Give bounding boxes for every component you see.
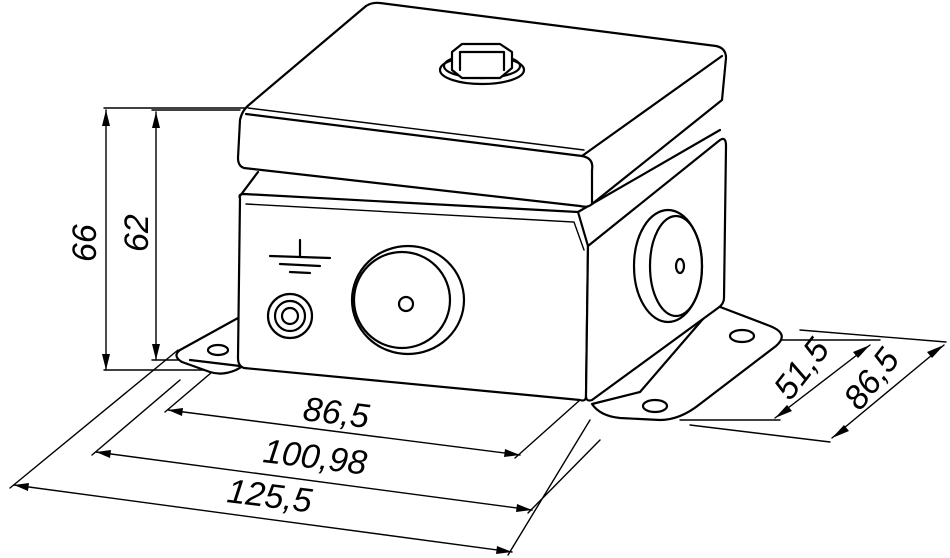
mounting-flange-right — [590, 303, 783, 422]
mounting-flange-left — [175, 316, 252, 375]
dim-height-outer: 66 — [66, 224, 104, 262]
lid — [236, 1, 728, 208]
dim-width-mid: 100,98 — [261, 432, 369, 482]
dim-width-inner: 86,5 — [301, 390, 371, 436]
dim-depth-outer: 86,5 — [836, 341, 907, 417]
ground-symbol-icon — [268, 238, 332, 275]
cable-gland — [266, 292, 314, 340]
front-grommet — [350, 244, 466, 356]
lid-bolt — [438, 42, 526, 86]
dim-height-inner: 62 — [118, 214, 156, 252]
side-grommet — [632, 208, 704, 324]
